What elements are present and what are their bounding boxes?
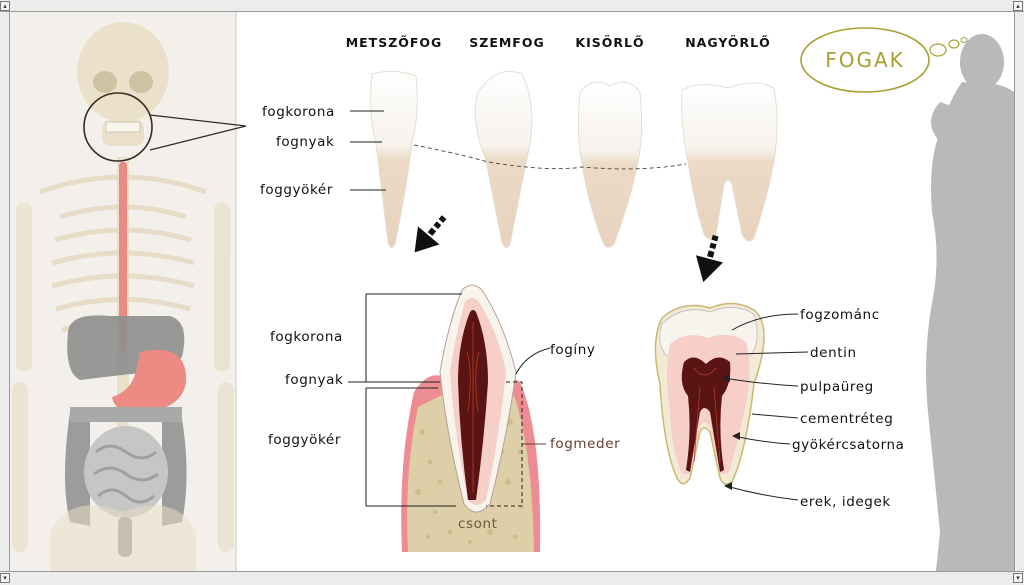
arrow-to-section-icon — [414, 215, 447, 253]
window-frame-left — [0, 12, 10, 571]
header-canine: SZEMFOG — [469, 35, 544, 50]
label-top-root: foggyökér — [260, 182, 333, 198]
label-enamel: fogzománc — [800, 307, 880, 323]
title-thought-bubble: FOGAK — [800, 27, 968, 93]
header-incisor: METSZŐFOG — [346, 35, 443, 50]
neck-dashed-line — [413, 144, 687, 170]
premolar-tooth — [577, 81, 643, 248]
zoom-circle — [83, 92, 153, 162]
scroll-up-right-icon[interactable]: ▴ — [1013, 1, 1023, 11]
diagram-stage: METSZŐFOG SZEMFOG KISÖRLŐ NAGYÖRLŐ fogko… — [10, 12, 1014, 571]
label-gum: fogíny — [550, 342, 595, 358]
zoom-callout — [149, 114, 247, 151]
window-frame-right — [1014, 12, 1024, 571]
incisor-cross-section — [401, 284, 541, 552]
person-silhouette — [926, 34, 1014, 571]
label-canal: gyökércsatorna — [792, 437, 905, 453]
scroll-down-right-icon[interactable]: ▾ — [1013, 573, 1023, 583]
molar-cross-section — [654, 302, 765, 485]
stomach — [112, 350, 187, 413]
canine-tooth — [474, 70, 533, 248]
scroll-down-left-icon[interactable]: ▾ — [0, 573, 10, 583]
window-frame-top — [0, 0, 1024, 12]
label-socket: fogmeder — [550, 436, 620, 452]
scroll-up-left-icon[interactable]: ▴ — [0, 1, 10, 11]
label-bone: csont — [458, 516, 498, 532]
intestines — [65, 407, 187, 557]
label-section-neck: fognyak — [285, 372, 343, 388]
label-top-crown: fogkorona — [262, 104, 335, 120]
label-pulp: pulpaüreg — [800, 379, 874, 395]
label-section-crown: fogkorona — [270, 329, 343, 345]
label-dentin: dentin — [810, 345, 857, 361]
window-frame-bottom — [0, 571, 1024, 585]
esophagus — [119, 162, 127, 352]
teeth-diagram: METSZŐFOG SZEMFOG KISÖRLŐ NAGYÖRLŐ fogko… — [10, 12, 1014, 571]
header-premolar: KISÖRLŐ — [575, 35, 644, 50]
label-section-root: foggyökér — [268, 432, 341, 448]
header-molar: NAGYÖRLŐ — [685, 35, 771, 50]
label-vessels: erek, idegek — [800, 494, 891, 510]
anatomy-figure — [10, 12, 247, 571]
incisor-tooth — [370, 70, 418, 248]
label-cementum: cementréteg — [800, 411, 893, 427]
arm-bones — [12, 202, 234, 552]
arrow-to-molar-section-icon — [695, 234, 724, 283]
page-title: FOGAK — [825, 48, 905, 72]
molar-tooth — [681, 82, 778, 242]
label-top-neck: fognyak — [276, 134, 334, 150]
skull — [77, 22, 169, 146]
